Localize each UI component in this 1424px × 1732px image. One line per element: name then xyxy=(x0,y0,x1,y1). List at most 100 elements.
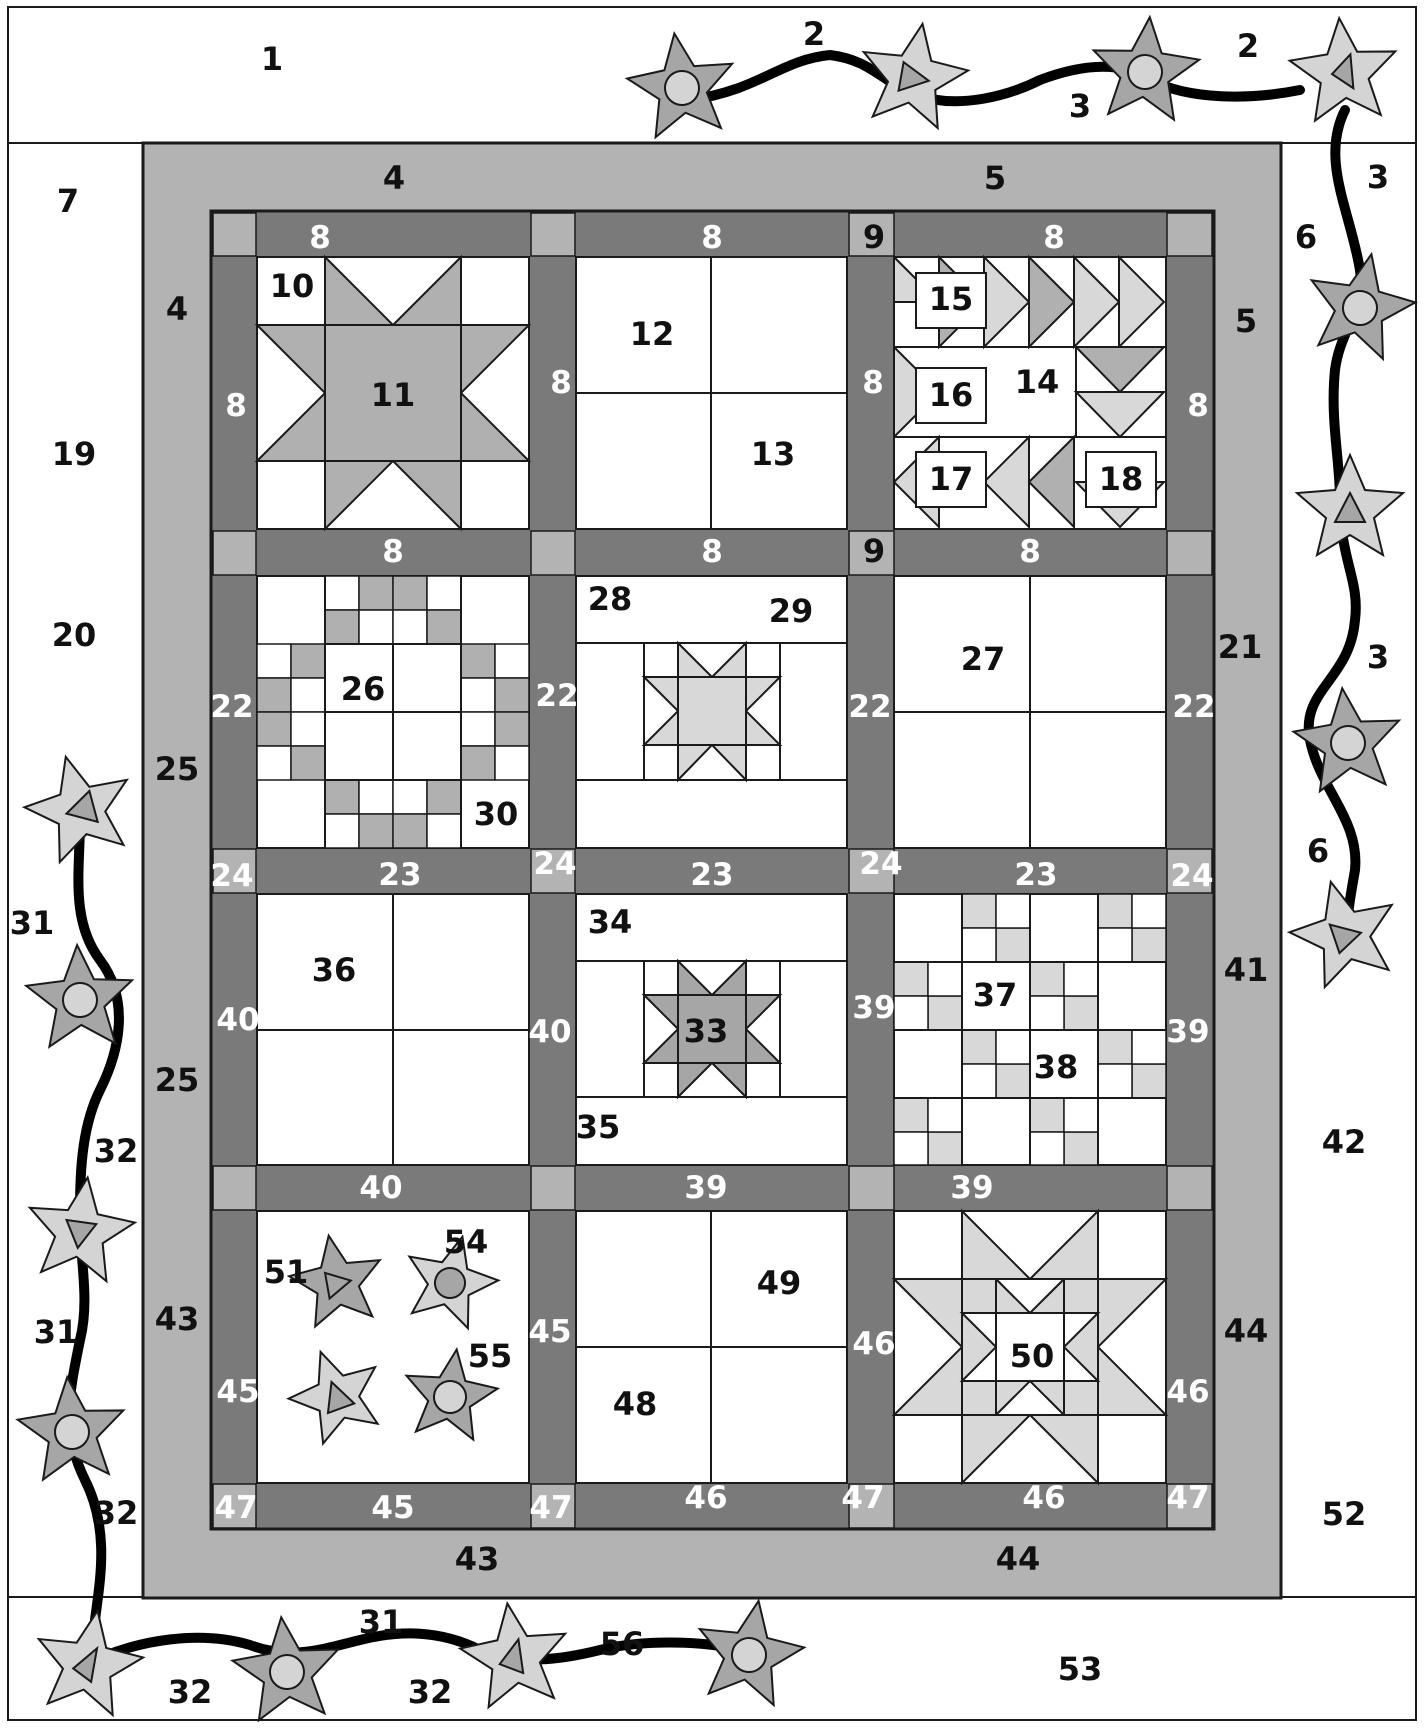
piece-label: 47 xyxy=(841,1480,884,1516)
patch xyxy=(427,610,461,644)
piece-label: 15 xyxy=(929,280,974,318)
patch xyxy=(996,894,1030,928)
patch xyxy=(962,1064,996,1098)
patch xyxy=(1030,1132,1064,1165)
patch xyxy=(894,962,928,996)
piece-label: 4 xyxy=(166,290,188,328)
piece-label: 5 xyxy=(1235,302,1257,340)
piece-label: 32 xyxy=(94,1494,139,1532)
patch xyxy=(996,1064,1030,1098)
piece-label: 48 xyxy=(613,1385,658,1423)
piece-label: 18 xyxy=(1099,460,1144,498)
piece-label: 21 xyxy=(1218,628,1263,666)
cornerstone xyxy=(849,1166,894,1210)
patch xyxy=(291,746,325,780)
piece-label: 38 xyxy=(1034,1048,1079,1086)
cornerstone xyxy=(531,1166,575,1210)
piece-label: 40 xyxy=(528,1014,571,1050)
patch xyxy=(928,962,962,996)
patch xyxy=(325,576,359,610)
piece-label: 47 xyxy=(529,1490,572,1526)
patch xyxy=(495,746,529,780)
patch xyxy=(291,644,325,678)
piece-label: 23 xyxy=(378,857,421,893)
piece-label: 40 xyxy=(216,1002,259,1038)
patch xyxy=(427,780,461,814)
piece-label: 40 xyxy=(359,1170,402,1206)
piece-label: 46 xyxy=(684,1480,727,1516)
patch xyxy=(257,746,291,780)
patch xyxy=(1064,962,1098,996)
piece-label: 45 xyxy=(371,1490,414,1526)
piece-label: 49 xyxy=(757,1264,802,1302)
piece-label: 31 xyxy=(34,1313,79,1351)
piece-label: 43 xyxy=(155,1300,200,1338)
piece-label: 6 xyxy=(1295,218,1317,256)
patch xyxy=(996,1030,1030,1064)
piece-label: 25 xyxy=(155,1061,200,1099)
piece-label: 52 xyxy=(1322,1495,1367,1533)
patch xyxy=(325,610,359,644)
star-center xyxy=(678,677,746,745)
piece-label: 6 xyxy=(1307,832,1329,870)
piece-label: 47 xyxy=(214,1490,257,1526)
patch xyxy=(1098,1030,1132,1064)
piece-label: 44 xyxy=(996,1540,1041,1578)
piece-label: 45 xyxy=(528,1314,571,1350)
piece-label: 22 xyxy=(848,689,891,725)
patch xyxy=(393,576,427,610)
piece-label: 26 xyxy=(341,670,386,708)
piece-label: 54 xyxy=(444,1223,489,1261)
piece-label: 24 xyxy=(210,858,253,894)
piece-label: 23 xyxy=(1014,857,1057,893)
patch xyxy=(928,996,962,1030)
piece-label: 8 xyxy=(225,388,247,424)
patch xyxy=(495,678,529,712)
cornerstone xyxy=(531,213,575,256)
piece-label: 20 xyxy=(52,616,97,654)
cornerstone xyxy=(1167,531,1212,575)
piece-label: 35 xyxy=(576,1108,621,1146)
piece-label: 4 xyxy=(383,159,405,197)
patch xyxy=(1064,1098,1098,1132)
piece-label: 36 xyxy=(312,951,357,989)
patch xyxy=(894,1132,928,1165)
piece-label: 22 xyxy=(1172,689,1215,725)
piece-label: 46 xyxy=(1166,1374,1209,1410)
piece-label: 7 xyxy=(57,182,79,220)
piece-label: 8 xyxy=(382,534,404,570)
patch xyxy=(962,1030,996,1064)
piece-label: 16 xyxy=(929,376,974,414)
patch xyxy=(359,814,393,848)
piece-label: 17 xyxy=(929,460,974,498)
patch xyxy=(1132,928,1166,962)
patch xyxy=(257,678,291,712)
patch xyxy=(1098,928,1132,962)
piece-label: 41 xyxy=(1224,951,1269,989)
patch xyxy=(1132,1064,1166,1098)
patch xyxy=(1030,1098,1064,1132)
piece-label: 13 xyxy=(751,435,796,473)
patch xyxy=(962,894,996,928)
piece-label: 39 xyxy=(684,1170,727,1206)
patch xyxy=(495,644,529,678)
piece-label: 31 xyxy=(10,904,55,942)
patch xyxy=(1064,996,1098,1030)
piece-label: 22 xyxy=(210,689,253,725)
piece-label: 56 xyxy=(600,1625,645,1663)
piece-label: 22 xyxy=(535,678,578,714)
patch xyxy=(1098,1064,1132,1098)
patch xyxy=(894,996,928,1030)
piece-label: 24 xyxy=(859,846,902,882)
piece-label: 25 xyxy=(155,750,200,788)
piece-label: 39 xyxy=(852,990,895,1026)
piece-label: 10 xyxy=(270,267,315,305)
piece-label: 8 xyxy=(701,220,723,256)
patch xyxy=(962,928,996,962)
patch xyxy=(1030,996,1064,1030)
piece-label: 8 xyxy=(701,534,723,570)
piece-label: 39 xyxy=(1166,1014,1209,1050)
piece-label: 32 xyxy=(168,1673,213,1711)
piece-label: 2 xyxy=(1237,27,1259,65)
piece-label: 55 xyxy=(468,1337,513,1375)
